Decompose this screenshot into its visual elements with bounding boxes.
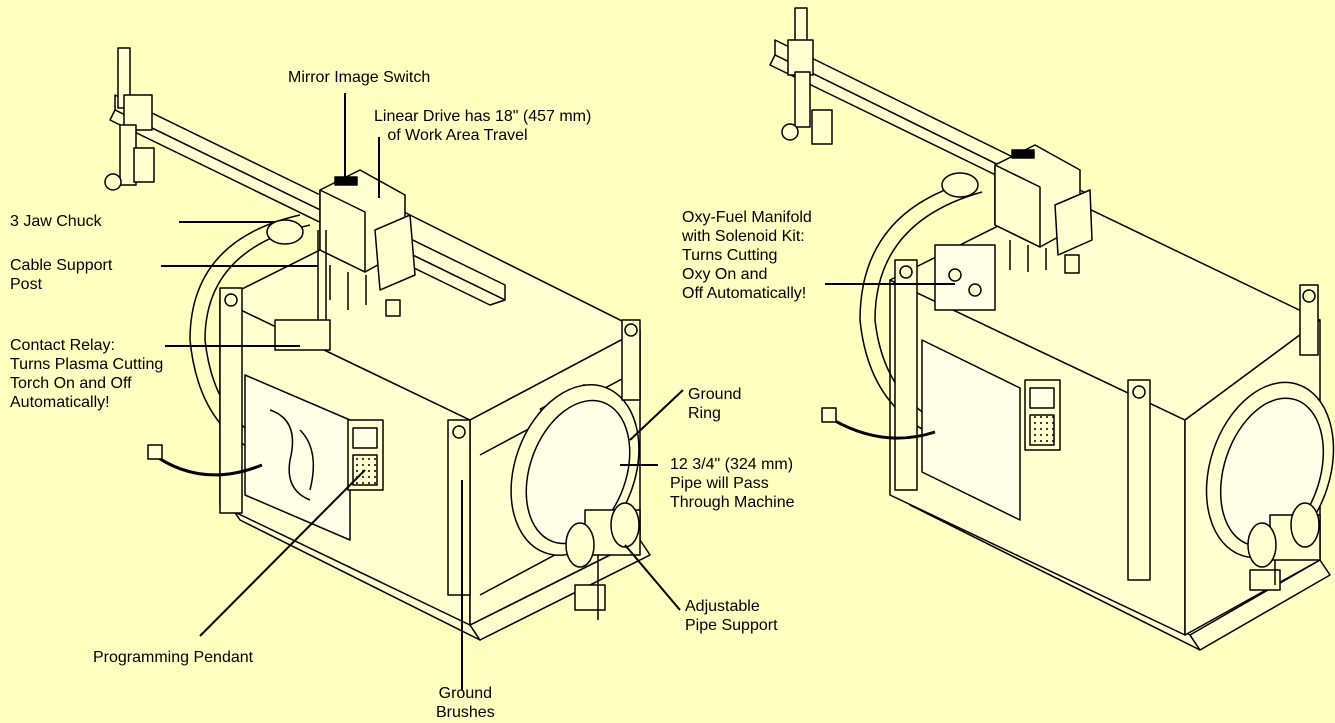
label-linear-drive: Linear Drive has 18" (457 mm) of Work Ar… (374, 108, 592, 144)
label-ground-ring: Ground Ring (688, 386, 742, 422)
label-adjustable-pipe-support: Adjustable Pipe Support (685, 598, 778, 634)
label-ground-brushes: Ground Brushes (436, 685, 495, 721)
label-mirror-image-switch: Mirror Image Switch (288, 69, 431, 86)
label-programming-pendant: Programming Pendant (93, 649, 254, 666)
left-callout-leaders (161, 93, 684, 690)
label-cable-support-post: Cable Support Post (10, 257, 113, 293)
oxy-fuel-machine-illustration (769, 7, 1335, 651)
plasma-machine-illustration (104, 47, 651, 641)
label-pipe-pass-through: 12 3/4" (324 mm) Pipe will Pass Through … (670, 456, 795, 511)
label-3-jaw-chuck: 3 Jaw Chuck (10, 213, 102, 230)
label-contact-relay: Contact Relay: Turns Plasma Cutting Torc… (10, 337, 164, 411)
label-oxy-fuel-manifold: Oxy-Fuel Manifold with Solenoid Kit: Tur… (682, 209, 812, 302)
